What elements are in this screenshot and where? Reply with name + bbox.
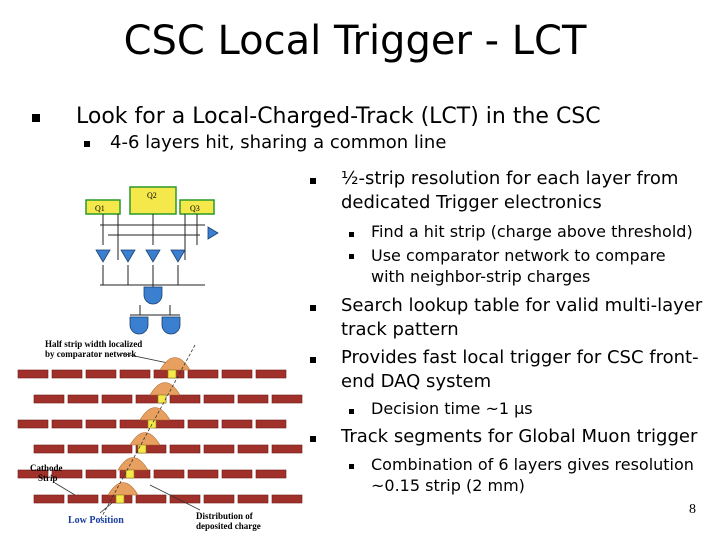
bullet-marker: [310, 305, 316, 311]
bullet-track-segments: Track segments for Global Muon trigger: [341, 426, 698, 447]
distribution-label-line1: Distribution of: [196, 511, 254, 521]
comparator-network: Q1 Q2 Q3: [85, 186, 219, 335]
distribution-label-line2: deposited charge: [196, 521, 261, 531]
bullet-layers-hit: 4-6 layers hit, sharing a common line: [110, 132, 447, 153]
bullet-marker: [349, 254, 354, 259]
comparator-amp: [95, 249, 111, 263]
cathode-label-line1: Cathode: [30, 463, 63, 473]
bullet-decision-time: Decision time ~1 μs: [371, 399, 533, 418]
hit-strip: [167, 369, 177, 379]
bullet-marker: [349, 409, 354, 414]
hit-strip: [125, 469, 135, 479]
bullet-lookup-line1: Search lookup table for valid multi-laye…: [341, 295, 703, 316]
lct-figure: Q1 Q2 Q3: [17, 186, 303, 531]
bullet-half-strip-line2: dedicated Trigger electronics: [341, 192, 602, 213]
logic-gate: [129, 316, 149, 335]
bullet-resolution-line2: ~0.15 strip (2 mm): [371, 476, 525, 495]
bullet-marker: [32, 114, 40, 122]
bullet-lct: Look for a Local-Charged-Track (LCT) in …: [76, 104, 601, 129]
q2-label: Q2: [147, 191, 157, 200]
bullet-marker: [310, 357, 316, 363]
muon-track: [99, 344, 196, 521]
page-number: 8: [689, 502, 696, 517]
bullet-marker: [349, 464, 354, 469]
bullet-half-strip-line1: ½-strip resolution for each layer from: [341, 168, 679, 189]
logic-gate: [161, 316, 181, 335]
comparator-amp: [120, 249, 136, 263]
q2-box: [129, 186, 177, 215]
bullet-fast-trigger-line2: end DAQ system: [341, 371, 492, 392]
bullet-comparator-line1: Use comparator network to compare: [371, 246, 666, 265]
bullet-marker: [349, 232, 354, 237]
bullet-find-hit-strip: Find a hit strip (charge above threshold…: [371, 222, 693, 241]
low-position-label: Low Position: [68, 515, 124, 526]
hit-strip: [137, 444, 147, 454]
bullet-marker: [310, 436, 316, 442]
bullet-lookup-line2: track pattern: [341, 319, 459, 340]
bullet-resolution-line1: Combination of 6 layers gives resolution: [371, 455, 694, 474]
comparator-amp: [145, 249, 161, 263]
hit-strip: [147, 419, 157, 429]
slide-title: CSC Local Trigger - LCT: [123, 18, 587, 64]
q1-label: Q1: [95, 204, 105, 213]
comparator-amp: [207, 226, 219, 240]
hit-strip: [115, 494, 125, 504]
bullet-marker: [310, 178, 316, 184]
comparator-amp: [170, 249, 186, 263]
bullet-comparator-line2: with neighbor-strip charges: [371, 267, 591, 286]
hit-strip: [157, 394, 167, 404]
bullet-fast-trigger-line1: Provides fast local trigger for CSC fron…: [341, 347, 699, 368]
half-strip-label-line1: Half strip width localized: [45, 339, 142, 349]
bullet-marker: [84, 141, 90, 147]
logic-gate: [143, 286, 163, 305]
half-strip-label-line2: by comparator network: [45, 349, 136, 359]
cathode-label-line2: Strip: [38, 473, 58, 483]
q3-label: Q3: [190, 204, 200, 213]
